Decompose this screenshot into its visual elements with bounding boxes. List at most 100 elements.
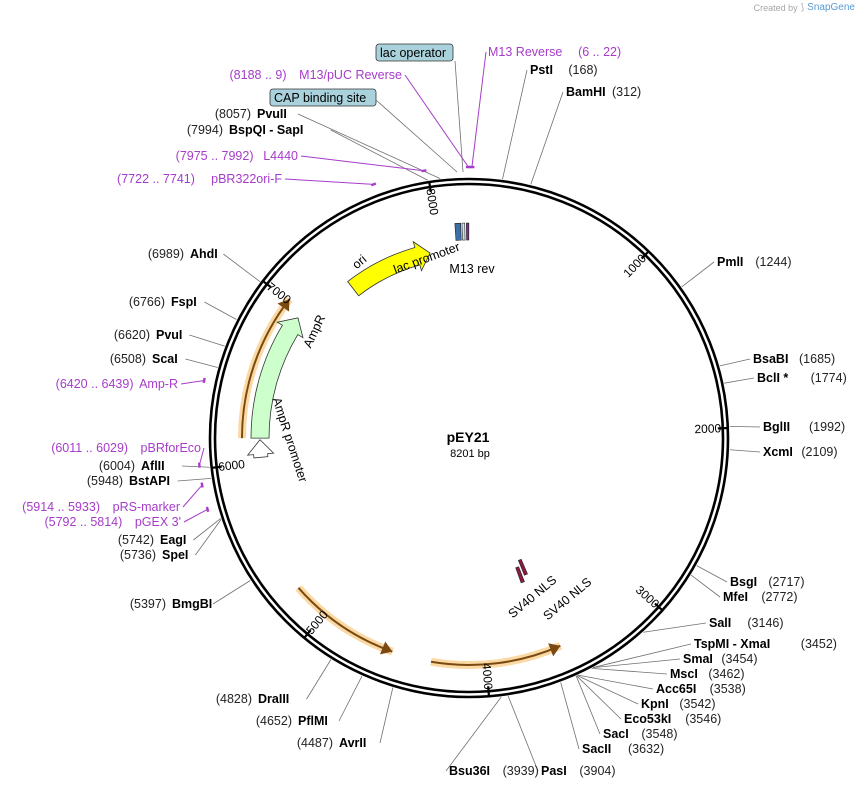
cap-binding-site-lead [375, 99, 458, 173]
enzyme-site-aflii[interactable]: (6004)AflII [99, 459, 210, 473]
primer-pbr322ori-f[interactable]: pBR322ori-F(7722 .. 7741) [117, 172, 377, 187]
enzyme-site-kpni[interactable]: KpnI(3542) [577, 675, 716, 711]
enzyme-site-bsabi[interactable]: BsaBI(1685) [719, 352, 835, 367]
enzyme-position: (1685) [799, 352, 835, 366]
orf-arrow[interactable] [430, 642, 562, 669]
primer-l4440[interactable]: L4440(7975 .. 7992) [176, 149, 427, 173]
enzyme-name: PmlI [717, 255, 743, 269]
enzyme-site-mfei[interactable]: MfeI(2772) [690, 574, 798, 604]
enzyme-name: MfeI [723, 590, 748, 604]
lac-operator-label[interactable]: lac operator [375, 43, 454, 62]
enzyme-site-scai[interactable]: (6508)ScaI [110, 352, 218, 368]
backbone-outer-strand [208, 177, 730, 699]
enzyme-site-eagi[interactable]: (5742)EagI [118, 518, 221, 547]
enzyme-name: SmaI [683, 652, 713, 666]
enzyme-site-pvui[interactable]: (6620)PvuI [114, 328, 225, 347]
enzyme-lead [181, 465, 210, 468]
enzyme-position: (6620) [114, 328, 150, 342]
enzyme-position: (7994) [187, 123, 223, 137]
enzyme-site-spei[interactable]: (5736)SpeI [120, 519, 222, 562]
primer-name: pBR322ori-F [211, 172, 282, 186]
enzyme-position: (3542) [679, 697, 715, 711]
enzyme-layer: PstI(168)BamHI(312) PmlI(1244) BsaBI(1685)… [87, 63, 847, 778]
primer-bind-mark [370, 182, 377, 187]
enzyme-site-bcli[interactable]: BclI *(1774) [724, 371, 847, 385]
primer-bind-mark [202, 377, 206, 384]
enzyme-site-bglii[interactable]: BglII(1992) [729, 420, 845, 434]
enzyme-site-avrii[interactable]: (4487)AvrII [297, 687, 394, 750]
enzyme-site-smai[interactable]: SmaI(3454) [593, 652, 758, 669]
enzyme-site-xcmi[interactable]: XcmI(2109) [729, 445, 838, 459]
orf-arrow[interactable] [237, 296, 293, 439]
enzyme-lead [729, 425, 761, 428]
orf-arrowhead [548, 643, 561, 657]
enzyme-lead [575, 675, 601, 735]
enzyme-lead [576, 675, 622, 720]
enzyme-position: (1992) [809, 420, 845, 434]
enzyme-site-eco53ki[interactable]: Eco53kI(3546) [576, 675, 722, 726]
enzyme-site-bamhi[interactable]: BamHI(312) [530, 85, 641, 185]
primer-m13-reverse[interactable]: M13 Reverse(6 .. 22) [469, 45, 621, 169]
enzyme-site-ahdi[interactable]: (6989)AhdI [148, 247, 261, 282]
enzyme-site-saci[interactable]: SacI(3548) [575, 675, 678, 741]
enzyme-site-bspqi-sapi[interactable]: (7994)BspQI - SapI [187, 123, 428, 181]
enzyme-site-fspi[interactable]: (6766)FspI [129, 295, 237, 320]
primer-m13-puc-reverse[interactable]: M13/pUC Reverse(8188 .. 9) [230, 68, 471, 169]
lac-operator-text: lac operator [380, 46, 446, 60]
feature-ampr[interactable] [250, 317, 304, 439]
enzyme-site-bstapi[interactable]: (5948)BstAPI [87, 474, 212, 488]
enzyme-lead [189, 334, 225, 347]
primer-pgex-3[interactable]: pGEX 3'(5792 .. 5814) [44, 506, 210, 529]
enzyme-name: PasI [541, 764, 567, 778]
enzyme-site-bsgi[interactable]: BsgI(2717) [696, 565, 805, 589]
feature-lac-operator[interactable] [461, 222, 466, 241]
feature-ampr-promoter[interactable] [246, 439, 275, 459]
enzyme-position: (1774) [811, 371, 847, 385]
primer-lead [471, 51, 487, 168]
enzyme-position: (168) [568, 63, 597, 77]
feature-m13-rev[interactable] [466, 222, 470, 241]
primer-prs-marker[interactable]: pRS-marker(5914 .. 5933) [22, 482, 204, 514]
enzyme-site-bsu36i[interactable]: Bsu36I(3939) [445, 696, 539, 778]
primer-range: (6 .. 22) [578, 45, 621, 59]
enzyme-position: (4652) [256, 714, 292, 728]
enzyme-lead [445, 696, 502, 772]
primer-pbrforeco[interactable]: pBRforEco(6011 .. 6029) [51, 441, 205, 468]
enzyme-name: SacI [603, 727, 629, 741]
enzyme-site-draiii[interactable]: (4828)DraIII [216, 659, 332, 706]
enzyme-site-bmgbi[interactable]: (5397)BmgBI [130, 580, 251, 611]
enzyme-site-pasi[interactable]: PasI(3904) [507, 695, 616, 778]
enzyme-position: (3452) [801, 637, 837, 651]
feature-lac-promoter[interactable] [454, 222, 462, 241]
primer-name: M13/pUC Reverse [299, 68, 402, 82]
enzyme-site-pmli[interactable]: PmlI(1244) [681, 255, 792, 288]
enzyme-site-tspmi-xmai[interactable]: TspMI - XmaI (3452) [593, 637, 837, 668]
enzyme-site-pvuii[interactable]: (8057)PvuII [215, 107, 441, 179]
enzyme-name: ScaI [152, 352, 178, 366]
feature-sv40-nls-2[interactable] [515, 566, 525, 584]
feature-ampr-shape [250, 317, 304, 439]
enzyme-name: TspMI - XmaI [694, 637, 770, 651]
cap-binding-site-label[interactable]: CAP binding site [269, 88, 377, 107]
enzyme-lead [643, 622, 707, 633]
enzyme-name: PflMI [298, 714, 328, 728]
enzyme-site-sali[interactable]: SalI(3146) [643, 616, 784, 633]
plasmid-name: pEY21 [447, 429, 490, 445]
enzyme-site-psti[interactable]: PstI(168) [502, 63, 598, 180]
feature-sv40-nls-1[interactable] [517, 558, 528, 576]
enzyme-name: AflII [141, 459, 165, 473]
orf-arrow[interactable] [295, 585, 394, 656]
primer-lead [284, 178, 374, 185]
feature-ori[interactable] [347, 240, 431, 297]
enzyme-site-sacii[interactable]: SacII(3632) [560, 682, 664, 756]
primer-amp-r[interactable]: Amp-R(6420 .. 6439) [56, 377, 206, 391]
primer-bind-mark [200, 482, 204, 488]
enzyme-site-acc65i[interactable]: Acc65I(3538) [577, 674, 746, 696]
enzyme-lead [195, 519, 222, 556]
enzyme-site-pflmi[interactable]: (4652) PflMI [256, 675, 363, 728]
enzyme-site-msci[interactable]: MscI(3462) [591, 667, 745, 681]
enzyme-name: Bsu36I [449, 764, 490, 778]
enzyme-lead [379, 687, 394, 744]
